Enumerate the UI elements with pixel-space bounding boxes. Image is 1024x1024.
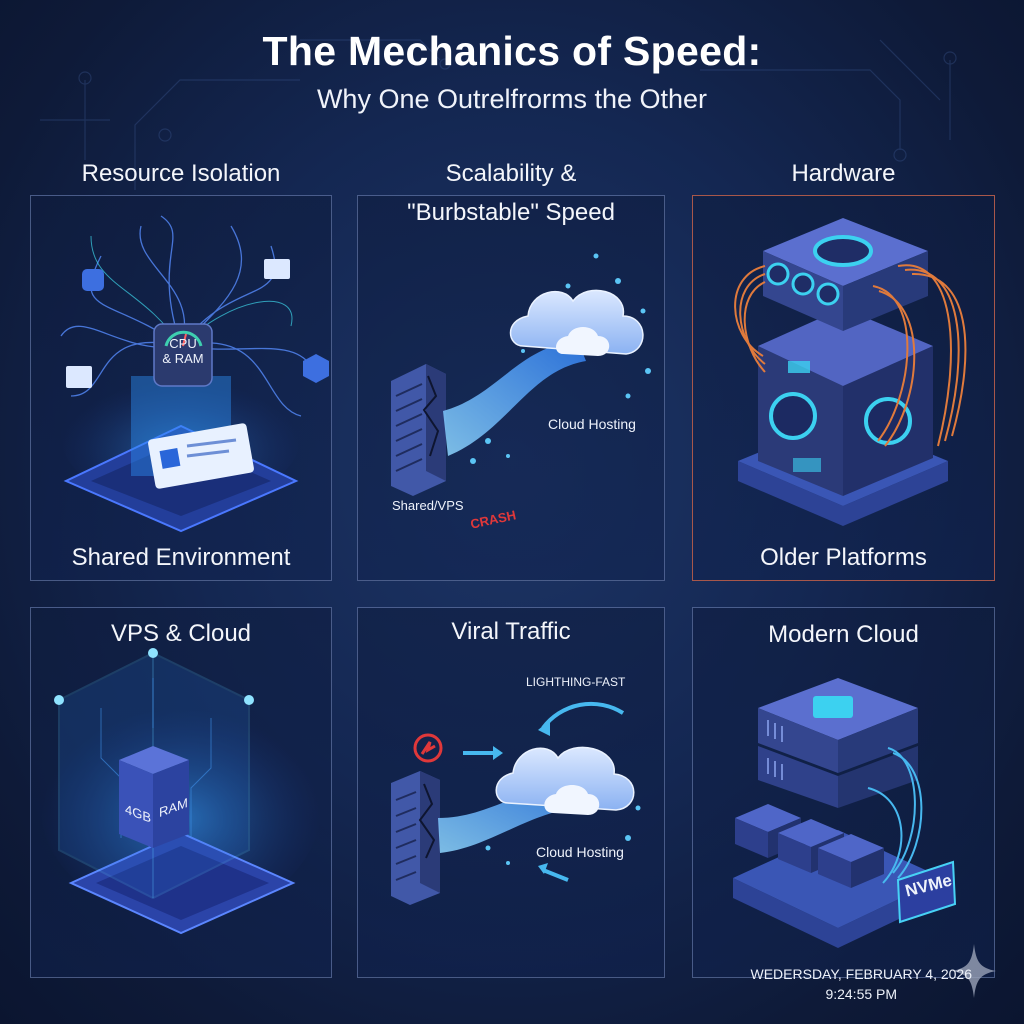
panel-heading-scalability-line1: Scalability & <box>445 160 577 187</box>
panel-heading-resource-isolation: Resource Isolation <box>81 160 281 187</box>
traffic-cloud-icon <box>391 701 641 905</box>
nvme-server-stack-icon <box>733 678 957 948</box>
lightning-fast-label: LIGHTHING-FAST <box>526 675 626 689</box>
panel-vps-cloud: VPS & Cloud 4GB RAM <box>30 607 332 978</box>
panel-heading-modern-cloud: Modern Cloud <box>768 621 919 648</box>
panel-heading-scalability-line2: "Burbstable" Speed <box>407 199 615 226</box>
panel-modern-cloud: Modern Cloud <box>692 607 995 978</box>
sparkle-icon <box>952 944 996 998</box>
chip-label: CPU & RAM <box>162 336 204 366</box>
panel-heading-vps-cloud: VPS & Cloud <box>110 620 252 647</box>
panel-scalability: "Burbstable" Speed <box>357 195 665 581</box>
timestamp-date: WEDERSDAY, FEBRUARY 4, 2026 <box>750 966 973 982</box>
cloud-migration-icon <box>391 253 651 496</box>
cloud-hosting-label-2: Cloud Hosting <box>536 844 624 860</box>
panel-resource-isolation: CPU & RAM Shared Environment <box>30 195 332 581</box>
panel-caption-shared-environment: Shared Environment <box>71 544 291 571</box>
shared-vps-label: Shared/VPS <box>392 498 464 513</box>
legacy-server-icon <box>734 218 967 526</box>
timestamp: WEDERSDAY, FEBRUARY 4, 2026 9:24:55 PM <box>751 964 973 1004</box>
panel-caption-older-platforms: Older Platforms <box>760 544 927 571</box>
panel-heading-viral-traffic: Viral Traffic <box>451 618 571 645</box>
tangled-wires-chip-icon <box>60 215 329 533</box>
page-subtitle: Why One Outrelfrorms the Other <box>316 84 708 114</box>
panel-viral-traffic: Viral Traffic <box>357 607 665 978</box>
cloud-hosting-label: Cloud Hosting <box>548 416 636 432</box>
isolated-ram-cube-icon <box>41 648 321 935</box>
page-title: The Mechanics of Speed: <box>262 28 762 74</box>
chip-label-ram: & RAM <box>162 351 204 366</box>
timestamp-time: 9:24:55 PM <box>825 986 898 1002</box>
panel-hardware: Older Platforms <box>692 195 995 581</box>
panel-heading-hardware: Hardware <box>791 160 896 187</box>
chip-label-cpu: CPU <box>169 336 197 351</box>
